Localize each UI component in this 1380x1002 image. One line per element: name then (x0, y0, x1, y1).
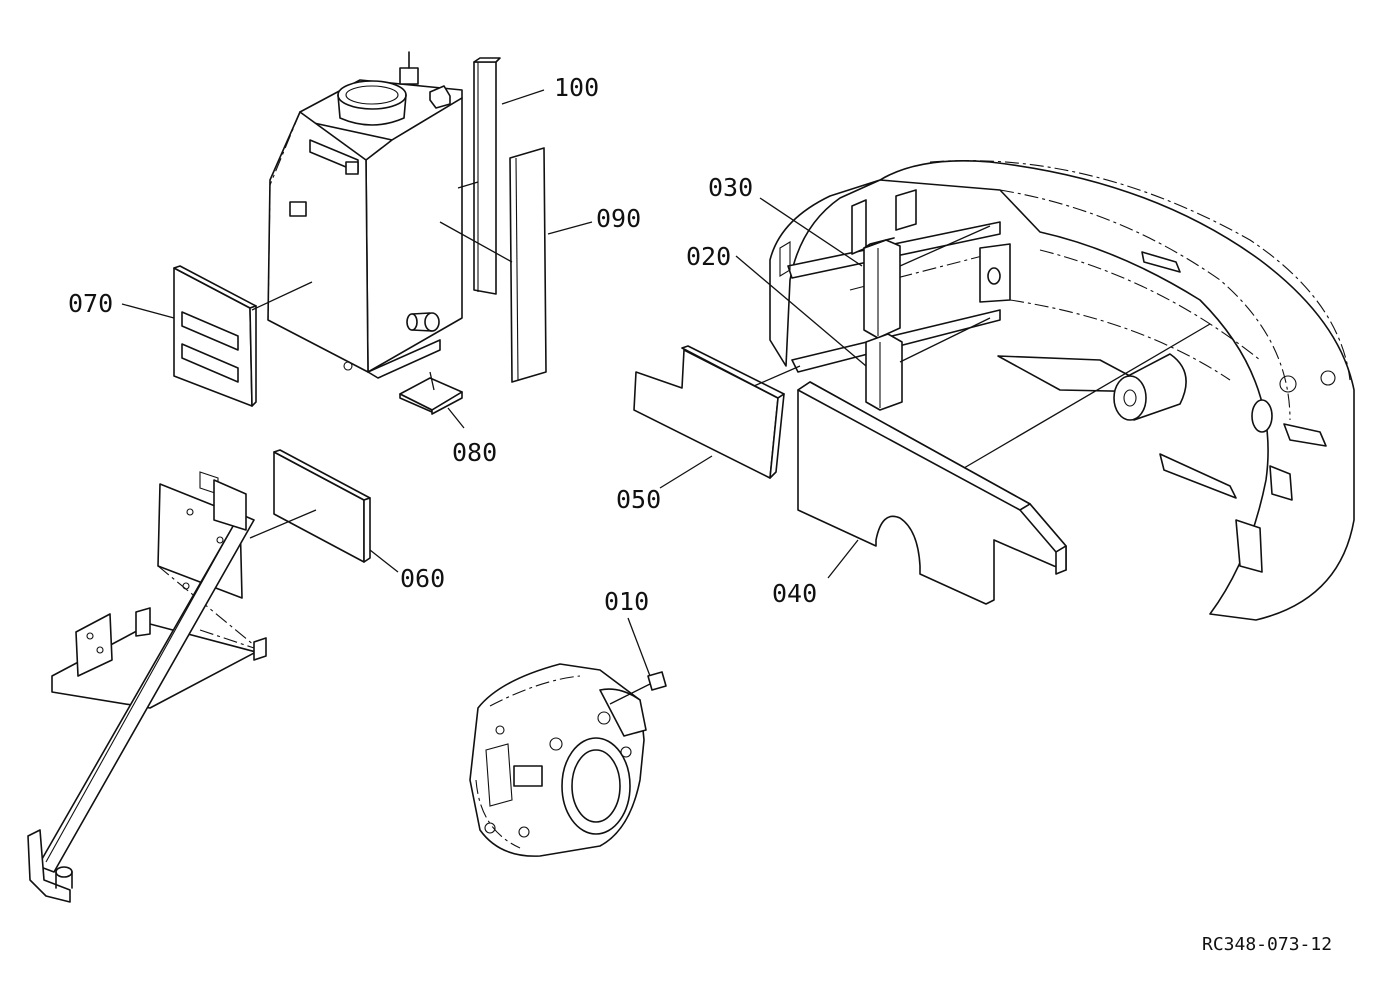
label-080: 080 (452, 438, 497, 467)
block-020 (865, 333, 903, 411)
label-090: 090 (596, 204, 641, 233)
label-050: 050 (616, 485, 661, 514)
strip-090 (509, 147, 547, 383)
bracket-frame (27, 471, 267, 903)
label-040: 040 (772, 579, 817, 608)
flywheel-housing (469, 663, 647, 857)
shim-010 (647, 671, 667, 691)
drawing-reference: RC348-073-12 (1202, 934, 1332, 955)
strip-100 (473, 57, 501, 295)
label-070: 070 (68, 289, 113, 318)
block-080 (399, 377, 463, 415)
label-020: 020 (686, 242, 731, 271)
label-010: 010 (604, 587, 649, 616)
label-100: 100 (554, 73, 599, 102)
block-030 (863, 237, 901, 339)
plate-050 (633, 345, 785, 479)
pad-060 (273, 449, 371, 563)
part-labels: 100 090 070 080 060 030 020 050 040 010 … (68, 73, 1332, 955)
leader-lines (121, 89, 1211, 705)
plate-040 (797, 381, 1067, 605)
label-060: 060 (400, 564, 445, 593)
frame-070 (173, 265, 257, 407)
tank-assembly (267, 51, 463, 379)
label-030: 030 (708, 173, 753, 202)
